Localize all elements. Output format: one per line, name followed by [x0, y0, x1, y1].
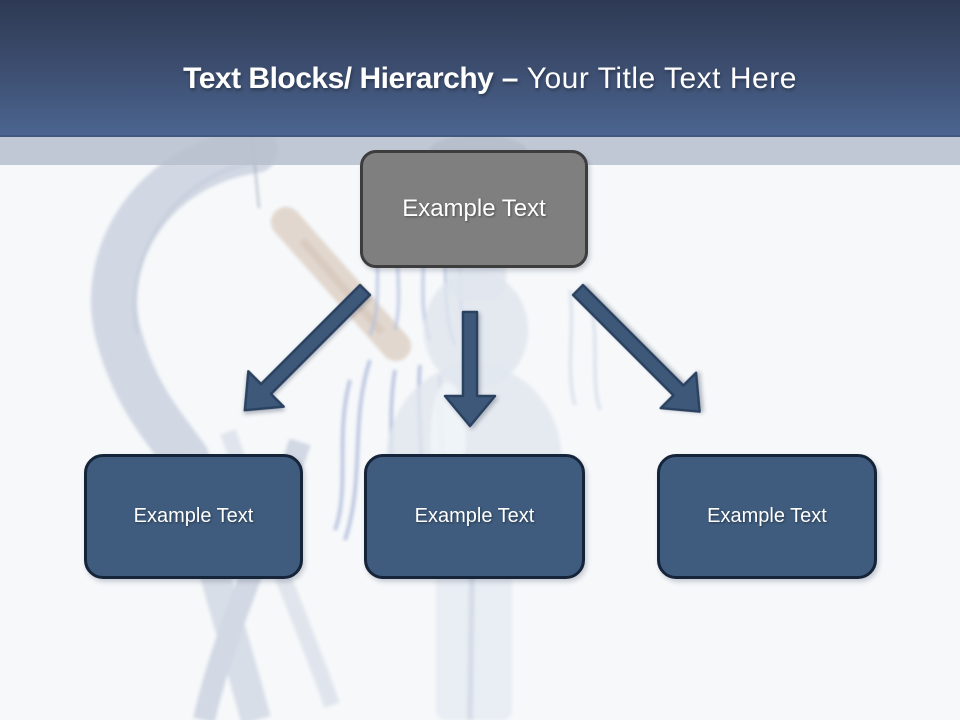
- title-dash: –: [493, 61, 527, 95]
- child-node-1-label: Example Text: [133, 505, 254, 527]
- root-node-label: Example Text: [402, 195, 546, 222]
- child-node-1: Example Text: [84, 454, 303, 579]
- root-node: Example Text: [360, 150, 588, 268]
- slide-header: Text Blocks/ Hierarchy – Your Title Text…: [0, 0, 960, 137]
- rope-loop: [91, 127, 278, 481]
- title-regular-segment: Your Title Text Here: [526, 61, 797, 95]
- page-title: Text Blocks/ Hierarchy – Your Title Text…: [183, 42, 797, 94]
- child-node-2: Example Text: [364, 454, 585, 579]
- title-bold-segment: Text Blocks/ Hierarchy: [183, 61, 494, 95]
- child-node-3-label: Example Text: [707, 505, 827, 527]
- child-node-2-label: Example Text: [414, 505, 535, 527]
- child-node-3: Example Text: [657, 454, 877, 579]
